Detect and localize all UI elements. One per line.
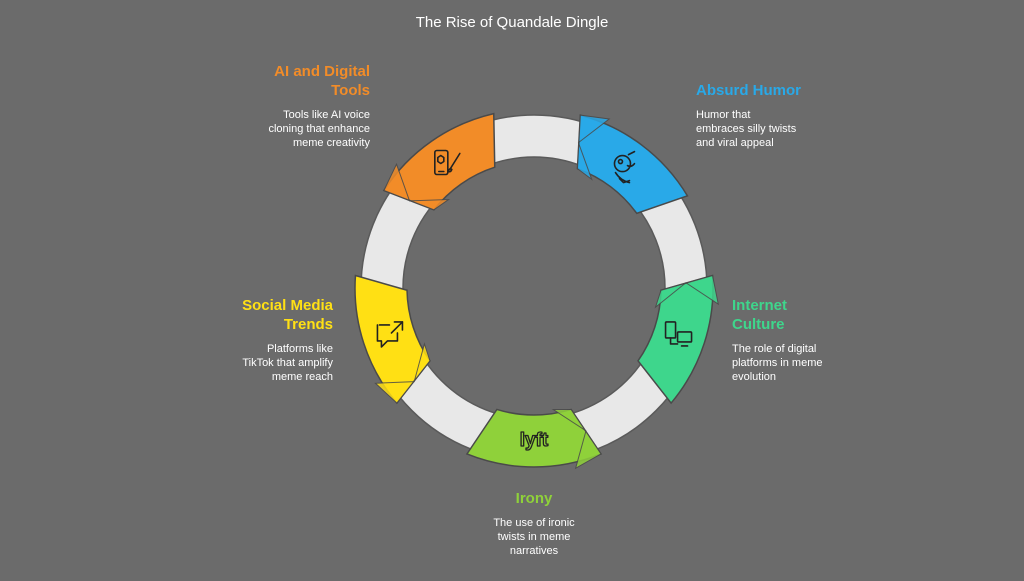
label-ai-tools-title: AI and Digital Tools <box>200 62 370 100</box>
diagram-title: The Rise of Quandale Dingle <box>415 14 609 31</box>
segment-fold-absurd_humor <box>576 114 611 181</box>
label-internet-culture-title: Internet Culture <box>732 296 882 334</box>
label-irony-title: Irony <box>434 489 634 508</box>
label-ai-tools-desc: Tools like AI voice cloning that enhance… <box>200 108 370 150</box>
absurd-humor-desc-line1: Humor that <box>696 109 751 121</box>
segment-internet_culture <box>637 274 714 405</box>
irony-title-line1: Irony <box>515 490 553 507</box>
internet-culture-desc-line1: The role of digital <box>732 343 817 355</box>
internet-culture-title-line1: Internet <box>732 297 788 314</box>
phone-brush-icon <box>434 149 461 176</box>
irony-desc-line3: narratives <box>509 545 559 557</box>
social-media-desc-line2: TikTok that amplify <box>242 357 333 369</box>
absurd-humor-desc-line3: and viral appeal <box>696 137 774 149</box>
ai-tools-title-line2: Tools <box>331 82 370 99</box>
segment-fold-social_media <box>374 342 431 404</box>
devices-icon <box>664 321 693 347</box>
segment-fold-irony <box>551 408 602 470</box>
social-media-title-line1: Social Media <box>242 297 333 314</box>
ai-tools-desc-line3: meme creativity <box>292 137 370 149</box>
irony-desc-line1: The use of ironic <box>493 517 575 529</box>
segment-fold-internet_culture <box>654 274 720 309</box>
label-internet-culture-desc: The role of digital platforms in meme ev… <box>732 342 882 384</box>
social-media-desc-line3: meme reach <box>271 371 333 383</box>
segment-fold-ai_tools <box>383 162 451 211</box>
label-irony-desc: The use of ironic twists in meme narrati… <box>434 516 634 558</box>
label-social-media-desc: Platforms like TikTok that amplify meme … <box>170 342 333 384</box>
label-social-media-title: Social Media Trends <box>170 296 333 334</box>
ai-tools-title-line1: AI and Digital <box>274 63 370 80</box>
internet-culture-title-line2: Culture <box>732 316 785 333</box>
label-absurd-humor: Absurd Humor Humor that embraces silly t… <box>696 81 866 150</box>
label-internet-culture: Internet Culture The role of digital pla… <box>732 296 882 384</box>
label-irony: Irony The use of ironic twists in meme n… <box>434 489 634 558</box>
svg-text:lyft: lyft <box>520 430 549 451</box>
social-media-desc-line1: Platforms like <box>266 343 333 355</box>
share-arrow-icon <box>376 321 404 348</box>
internet-culture-desc-line3: evolution <box>732 371 777 383</box>
segment-absurd_humor <box>576 114 689 215</box>
social-media-title-line2: Trends <box>283 316 333 333</box>
absurd-humor-desc-line2: embraces silly twists <box>696 123 797 135</box>
internet-culture-desc-line2: platforms in meme <box>732 357 823 369</box>
label-absurd-humor-desc: Humor that embraces silly twists and vir… <box>696 108 866 150</box>
label-ai-tools: AI and Digital Tools Tools like AI voice… <box>200 62 370 150</box>
absurd-humor-title-line1: Absurd Humor <box>696 82 801 99</box>
ai-tools-desc-line1: Tools like AI voice <box>283 109 370 121</box>
label-social-media: Social Media Trends Platforms like TikTo… <box>170 296 333 384</box>
lyft-icon: lyft <box>519 429 549 451</box>
irony-desc-line2: twists in meme <box>497 531 571 543</box>
label-absurd-humor-title: Absurd Humor <box>696 81 866 100</box>
segment-irony <box>465 408 603 468</box>
ai-tools-desc-line2: cloning that enhance <box>268 123 370 135</box>
segments-layer: lyft <box>354 112 720 470</box>
jester-icon <box>613 150 636 184</box>
segment-social_media <box>354 274 431 405</box>
